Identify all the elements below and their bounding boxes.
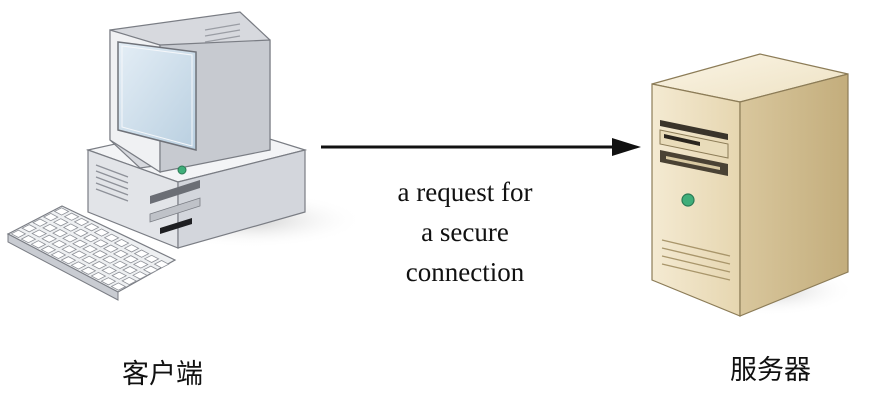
request-message-line-3: connection [405,257,525,287]
server-side [739,73,849,317]
server-label: 服务器 [730,355,811,386]
request-message: a request for a secure connection [350,172,580,292]
keyboard-key [41,234,58,243]
keyboard-key [112,260,128,269]
keyboard-key [70,261,87,270]
server-tower-icon [651,53,855,317]
request-arrow [321,138,641,156]
client-label: 客户端 [122,359,203,390]
keyboard-key [42,223,58,232]
server-drive-bay-1 [660,120,728,140]
client-drive-slot [149,197,201,223]
client-drive-bay [150,180,200,204]
keyboard-key [122,255,139,264]
client-screen-glare [121,45,193,147]
keyboard-key [132,260,149,269]
request-message-line-1: a request for [397,177,533,207]
keyboard-key [103,233,120,242]
keyboard-key [21,224,38,233]
keyboard-key [52,218,69,227]
keyboard-key [61,245,78,254]
keyboard-key [51,239,68,249]
keyboard-key [10,229,27,238]
keyboard-key [121,276,138,286]
keyboard-key [53,207,70,216]
client-power-led [177,165,187,175]
client-monitor-vents [204,23,241,43]
keyboard-key [82,234,99,243]
arrow-head-icon [612,138,641,156]
keyboard-key [102,244,119,253]
keyboard-key [60,256,77,265]
keyboard-key [81,255,98,264]
keyboard-key [92,239,109,248]
keyboard-key [50,250,67,260]
client-screen [117,41,197,151]
server-power-led [681,193,695,207]
keyboard-key [52,229,68,238]
keyboard-key [142,265,159,274]
server-disk-slot-1 [664,134,700,146]
keyboard-key [93,228,110,237]
keyboard-key [62,223,79,232]
keyboard-key [31,229,48,238]
keyboard-key [123,244,140,253]
keyboard-key [82,244,98,254]
keyboard-key [73,217,90,227]
keyboard-key [153,260,170,269]
client-vents [95,164,129,202]
keyboard-key [63,212,80,221]
keyboard-key [113,238,130,248]
client-disk-slot [160,218,192,234]
keyboard-key [83,223,100,232]
keyboard-key [133,249,150,258]
keyboard-key [62,234,78,243]
keyboard-key [42,212,59,222]
keyboard-front-edge [7,233,119,301]
keyboard-key [80,266,97,275]
keyboard-key [40,245,57,254]
request-message-line-2: a secure [421,217,509,247]
keyboard-key [102,255,118,264]
keyboard-key [143,254,160,263]
keyboard-key [100,277,117,286]
keyboard-key [91,261,108,270]
keyboard-key [122,266,138,275]
keyboard-key [30,240,47,249]
keyboard-key [72,228,89,237]
keyboard-key [101,266,118,275]
keyboard-key [132,271,148,280]
keyboard-key [110,282,127,291]
keyboard-key [71,250,88,259]
server-disk-slot-2 [666,156,720,170]
keyboard-keys [10,207,170,291]
keyboard-key [32,218,48,227]
server-vents [661,239,731,281]
keyboard-key [92,250,108,259]
server-front [651,83,741,317]
keyboard-key [90,271,107,281]
keyboard-key [111,271,128,280]
client-computer-icon [6,11,365,301]
keyboard-key [72,239,88,248]
keyboard-key [20,235,37,244]
keyboard-key [112,249,129,259]
